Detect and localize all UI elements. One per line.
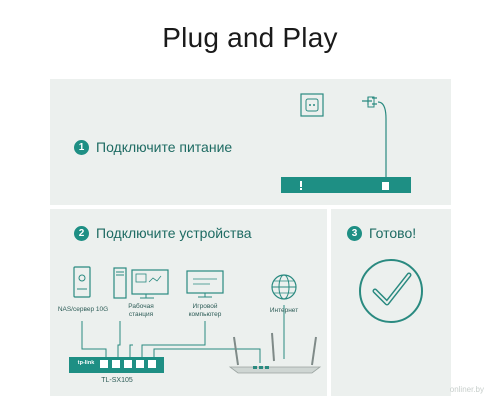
devices-panel: 2 Подключите устройства	[50, 209, 327, 396]
nas-icon	[73, 266, 91, 298]
switch-device	[69, 357, 164, 373]
step-number: 3	[347, 225, 362, 241]
step-number: 1	[74, 139, 89, 155]
step-label: Подключите устройства	[96, 225, 252, 241]
wall-socket-icon	[300, 93, 324, 117]
switch-brand: tp-link	[77, 360, 95, 366]
nas-label: NAS/сервер 10G	[57, 306, 109, 313]
checkmark-icon	[359, 259, 423, 323]
step-devices: 2 Подключите устройства	[74, 225, 252, 241]
done-panel: 3 Готово!	[331, 209, 451, 396]
page-title: Plug and Play	[162, 22, 338, 53]
watermark: onliner.by	[449, 385, 484, 394]
workstation-icon	[113, 267, 169, 299]
power-plug-icon	[362, 96, 387, 177]
devices-illustration	[69, 266, 322, 374]
power-port-icon	[382, 182, 389, 190]
workstation-label: Рабочая станция	[128, 303, 154, 318]
step-label: Готово!	[369, 225, 417, 241]
power-illustration	[281, 93, 411, 193]
internet-label: Интернет	[269, 307, 299, 314]
step-number: 2	[74, 225, 89, 241]
globe-icon	[271, 274, 297, 300]
device-strip	[281, 177, 411, 193]
done-illustration	[359, 259, 423, 323]
gaming-pc-label: Игровой компьютер	[188, 303, 222, 318]
power-panel: 1 Подключите питание	[50, 79, 451, 205]
switch-model: TL-SX105	[101, 377, 133, 384]
cables	[81, 305, 285, 363]
step-done: 3 Готово!	[347, 225, 416, 241]
step-label: Подключите питание	[96, 139, 233, 155]
step-power: 1 Подключите питание	[74, 139, 232, 155]
gaming-pc-icon	[186, 270, 224, 298]
router-icon	[228, 332, 322, 374]
